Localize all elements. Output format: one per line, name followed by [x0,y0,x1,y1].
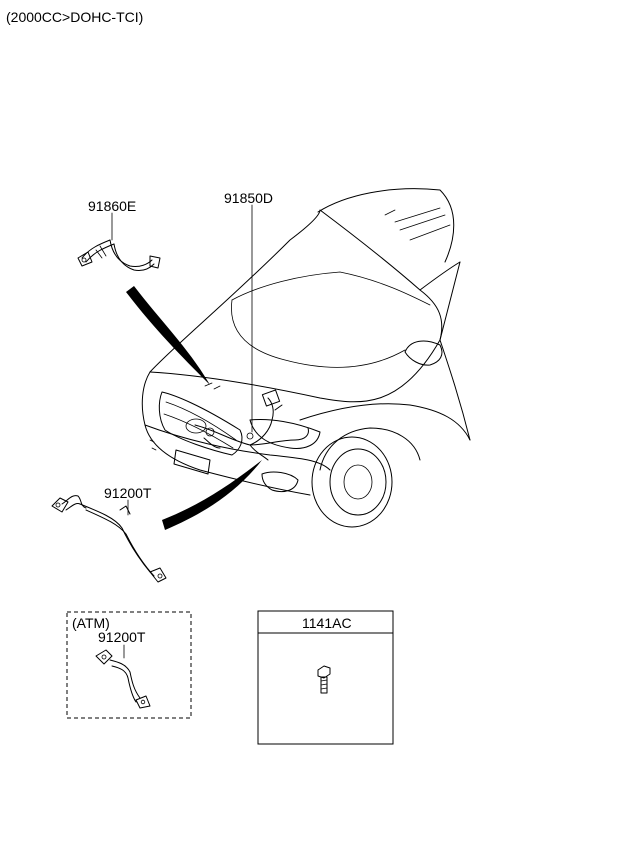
bolt-icon [317,665,331,694]
vehicle-illustration [141,188,471,528]
fastener-part-label: 1141AC [302,615,352,631]
battery-cable-91200T [51,495,167,583]
front-wiring-harness [194,382,309,461]
part-label-91200T: 91200T [104,485,152,501]
part-label-91850D: 91850D [224,190,273,206]
pointer-arrow-91860E [126,286,210,385]
battery-cable-91860E [77,239,161,271]
pointer-arrow-91200T [162,460,262,530]
atm-part-label: 91200T [98,629,146,645]
engine-variant-label: (2000CC>DOHC-TCI) [6,9,143,25]
atm-title: (ATM) [72,615,110,631]
fastener-box: 1141AC [257,610,394,745]
atm-variant-box: (ATM) 91200T [66,611,192,719]
part-label-91860E: 91860E [88,198,136,214]
